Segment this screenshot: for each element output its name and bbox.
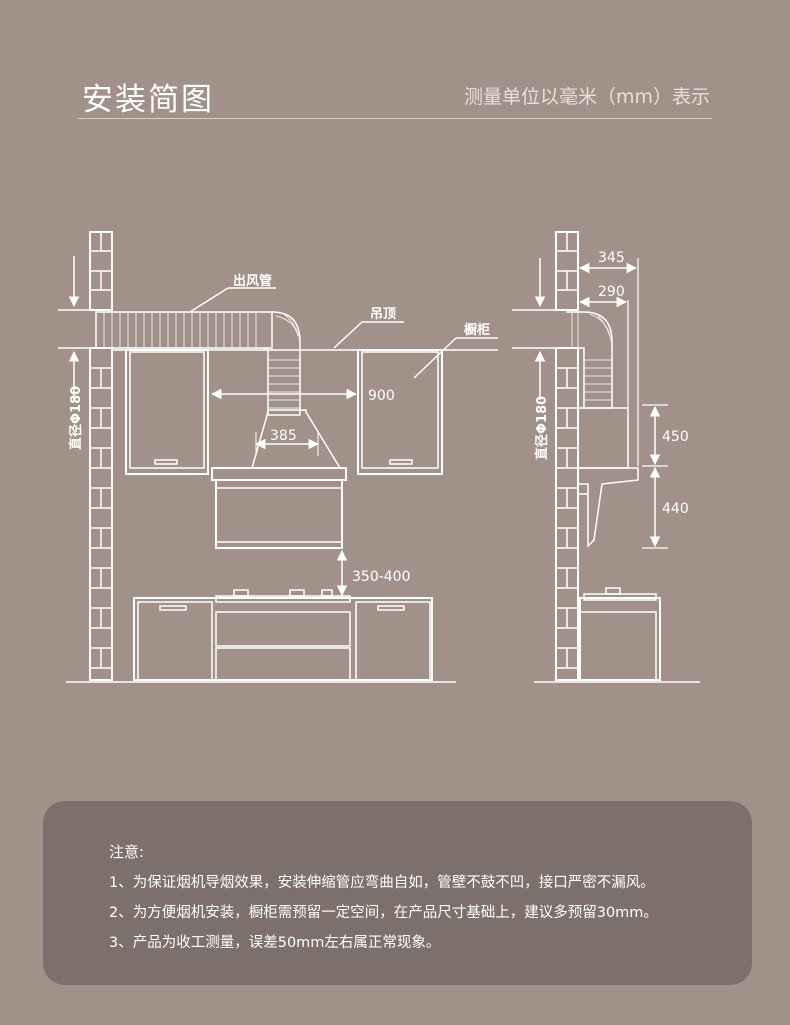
label-duct: 出风管 — [233, 273, 272, 289]
left-wall-cabinet — [125, 349, 209, 475]
side-hood — [577, 407, 639, 548]
front-cooktop — [215, 589, 351, 603]
front-wall-upper — [89, 231, 113, 311]
side-duct — [566, 311, 613, 409]
unit-note: 测量单位以毫米（mm）表示 — [463, 86, 710, 108]
page-title: 安装简图 — [82, 82, 214, 118]
front-hood — [211, 467, 347, 549]
dim-hood-height: 350-400 — [352, 569, 411, 585]
dim-upper-height: 450 — [662, 429, 689, 445]
side-wall-lower — [555, 347, 579, 681]
note-item-2: 2、为方便烟机安装，橱柜需预留一定空间，在产品尺寸基础上，建议多预留30mm。 — [109, 905, 658, 921]
notes-panel: 注意: 1、为保证烟机导烟效果，安装伸缩管应弯曲自如，管壁不鼓不凹，接口严密不漏… — [43, 801, 752, 985]
side-base-cabinet — [579, 587, 661, 681]
right-wall-cabinet — [357, 349, 443, 475]
dim-lower-height: 440 — [662, 501, 689, 517]
label-front-diameter: 直径Φ180 — [68, 386, 84, 450]
front-duct — [95, 311, 301, 416]
label-side-diameter: 直径Φ180 — [534, 396, 550, 460]
notes-title: 注意: — [109, 843, 145, 861]
front-wall-lower — [89, 347, 113, 681]
side-wall-upper — [555, 231, 579, 311]
label-cabinet: 橱柜 — [464, 322, 490, 338]
dim-depth-outer: 345 — [598, 250, 625, 266]
dim-depth-inner: 290 — [598, 284, 625, 300]
note-item-1: 1、为保证烟机导烟效果，安装伸缩管应弯曲自如，管壁不鼓不凹，接口严密不漏风。 — [109, 875, 655, 891]
base-cabinets — [133, 597, 433, 681]
note-item-3: 3、产品为收工测量，误差50mm左右属正常现象。 — [109, 935, 441, 951]
installation-diagram: 出风管 吊顶 橱柜 直径Φ180 900 385 350-400 直径Φ180 … — [58, 231, 700, 683]
label-ceiling: 吊顶 — [370, 307, 396, 322]
dim-hood-width: 385 — [270, 428, 297, 444]
dim-cabinet-gap: 900 — [368, 388, 395, 404]
header-divider — [78, 118, 712, 119]
